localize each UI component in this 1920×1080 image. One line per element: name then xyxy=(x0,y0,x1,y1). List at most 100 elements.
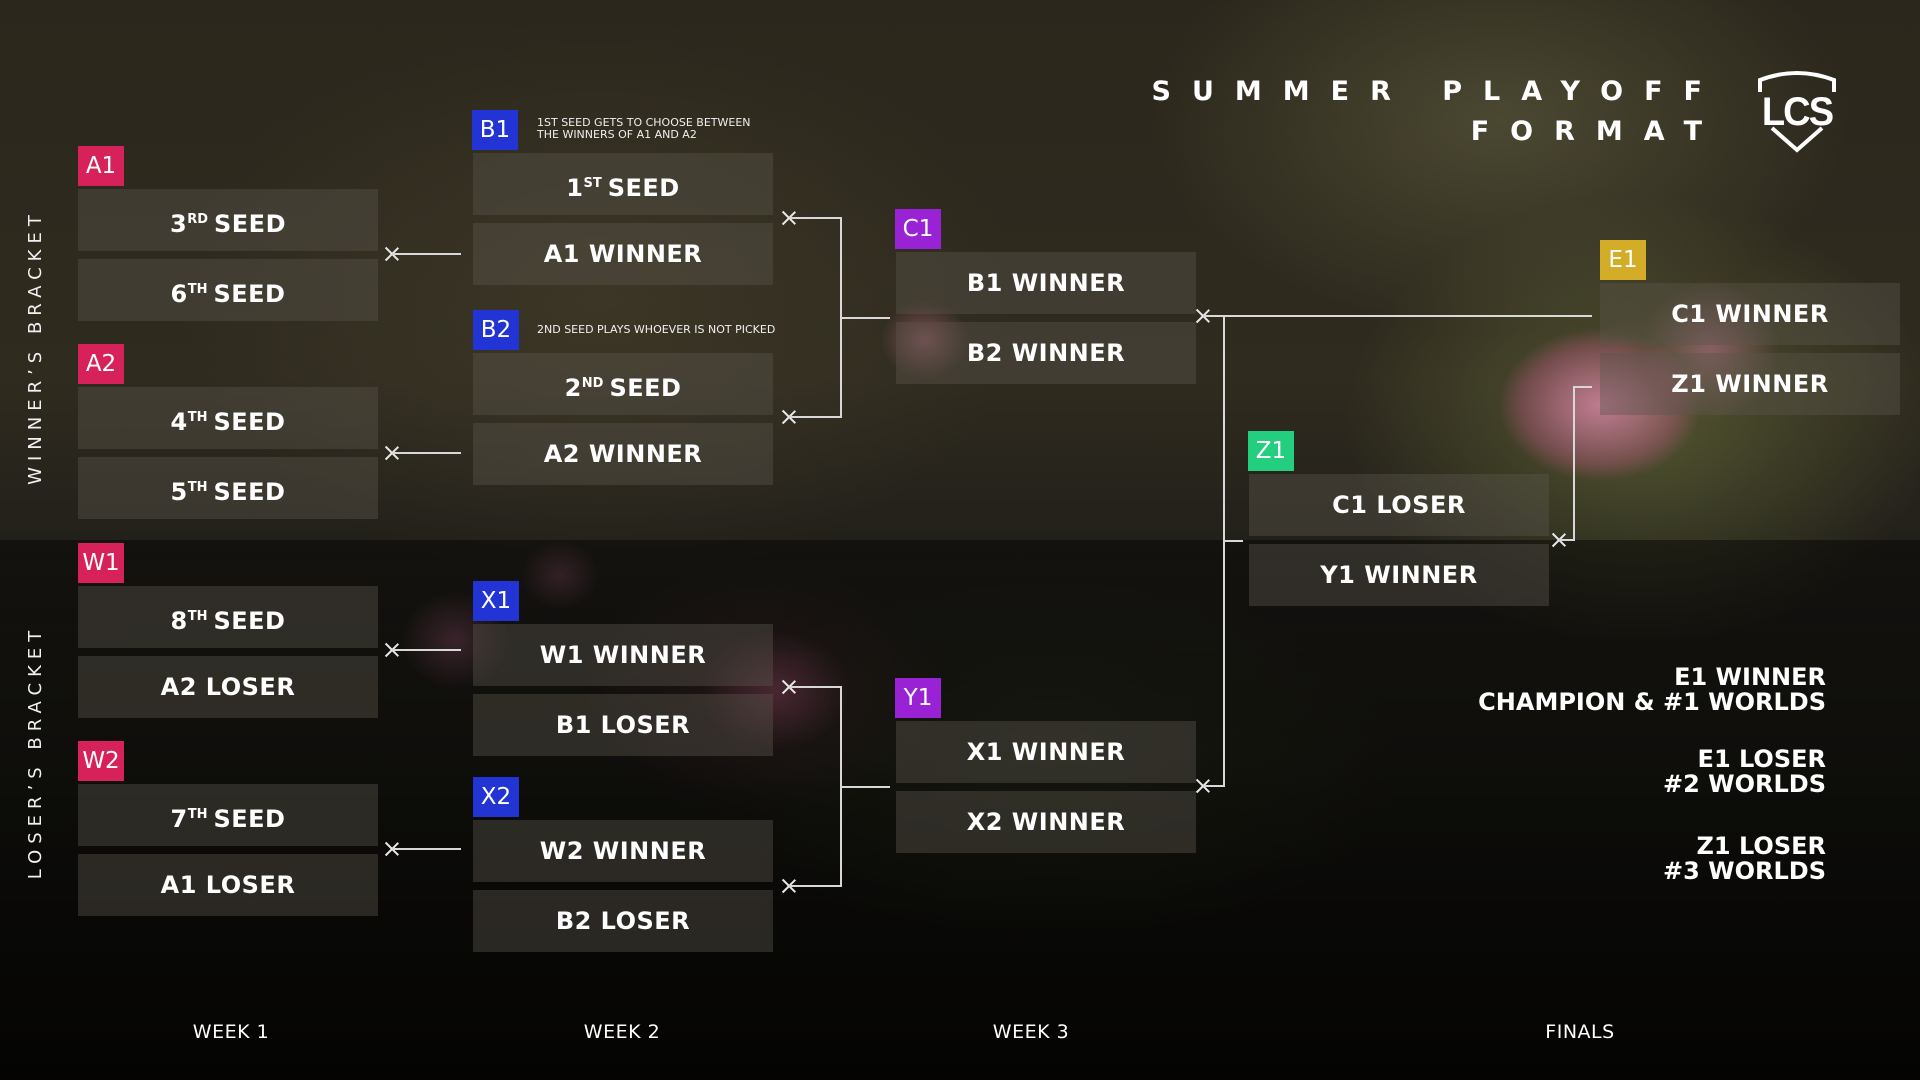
slot-text: SEED xyxy=(213,478,286,506)
slot-x1-top: W1 WINNER xyxy=(473,624,773,686)
match-tag-c1: C1 xyxy=(895,209,941,249)
seed-number: 8 xyxy=(170,607,188,635)
slot-a2-bottom: 5TH SEED xyxy=(78,457,378,519)
slot-x2-bottom: B2 LOSER xyxy=(473,890,773,952)
slot-z1-bottom: Y1 WINNER xyxy=(1249,544,1549,606)
connector-line xyxy=(392,649,461,651)
connector-line xyxy=(789,686,841,688)
week-label-2: WEEK 2 xyxy=(583,1021,661,1043)
connector-line xyxy=(840,317,890,319)
week-label-3: WEEK 3 xyxy=(992,1021,1070,1043)
background-flower-decoration xyxy=(880,300,970,380)
match-tag-a2: A2 xyxy=(78,344,124,384)
seed-ordinal: TH xyxy=(187,410,208,425)
result-line: E1 WINNER xyxy=(1674,663,1826,691)
page-title-line-2: FORMAT xyxy=(1470,116,1723,147)
slot-w1-top: 8TH SEED xyxy=(78,586,378,648)
seed-ordinal: TH xyxy=(187,807,208,822)
seed-number: 1 xyxy=(566,174,584,202)
connector-line xyxy=(789,416,841,418)
slot-y1-bottom: X2 WINNER xyxy=(896,791,1196,853)
match-tag-y1: Y1 xyxy=(895,678,941,718)
slot-b2-bottom: A2 WINNER xyxy=(473,423,773,485)
losers-bracket-band xyxy=(0,540,1920,1080)
slot-y1-top: X1 WINNER xyxy=(896,721,1196,783)
seed-number: 4 xyxy=(170,408,188,436)
result-line: #2 WORLDS xyxy=(1662,770,1826,798)
result-third: Z1 LOSER #3 WORLDS xyxy=(1663,834,1826,884)
slot-x1-bottom: B1 LOSER xyxy=(473,694,773,756)
slot-text: SEED xyxy=(609,374,682,402)
match-note-b1: 1ST SEED GETS TO CHOOSE BETWEEN THE WINN… xyxy=(537,117,751,141)
seed-ordinal: ST xyxy=(583,176,602,191)
connector-line xyxy=(1559,539,1574,541)
winners-bracket-label: WINNER’S BRACKET xyxy=(25,209,46,485)
slot-text: SEED xyxy=(213,408,286,436)
seed-ordinal: TH xyxy=(187,609,208,624)
slot-b1-top: 1ST SEED xyxy=(473,153,773,215)
page-title-line-1: SUMMER PLAYOFF xyxy=(1151,76,1723,107)
match-tag-x2: X2 xyxy=(473,777,519,817)
match-tag-w1: W1 xyxy=(78,543,124,583)
seed-ordinal: ND xyxy=(581,376,604,391)
match-tag-x1: X1 xyxy=(473,581,519,621)
slot-a1-bottom: 6TH SEED xyxy=(78,259,378,321)
connector-line xyxy=(1203,785,1224,787)
slot-e1-bottom: Z1 WINNER xyxy=(1600,353,1900,415)
connector-line xyxy=(1573,386,1592,388)
connector-line xyxy=(392,253,461,255)
slot-text: SEED xyxy=(213,607,286,635)
seed-number: 3 xyxy=(169,210,188,238)
match-tag-a1: A1 xyxy=(78,146,124,186)
result-line: Z1 LOSER xyxy=(1696,832,1826,860)
losers-bracket-label: LOSER’S BRACKET xyxy=(25,624,46,880)
slot-b2-top: 2ND SEED xyxy=(473,353,773,415)
seed-number: 2 xyxy=(564,374,582,402)
slot-c1-top: B1 WINNER xyxy=(896,252,1196,314)
slot-w1-bottom: A2 LOSER xyxy=(78,656,378,718)
connector-line xyxy=(392,452,461,454)
result-line: CHAMPION & #1 WORLDS xyxy=(1478,688,1826,716)
connector-line xyxy=(789,885,841,887)
match-tag-b1: B1 xyxy=(472,110,518,150)
match-tag-z1: Z1 xyxy=(1248,431,1294,471)
seed-ordinal: RD xyxy=(187,212,208,227)
connector-line xyxy=(1203,315,1592,317)
slot-text: SEED xyxy=(214,210,286,238)
week-label-finals: FINALS xyxy=(1545,1021,1615,1043)
slot-b1-bottom: A1 WINNER xyxy=(473,223,773,285)
note-line: THE WINNERS OF A1 AND A2 xyxy=(537,128,697,141)
seed-number: 5 xyxy=(170,478,188,506)
slot-text: SEED xyxy=(213,280,286,308)
connector-line xyxy=(392,848,461,850)
connector-line xyxy=(1223,540,1243,542)
connector-line xyxy=(1573,386,1575,541)
slot-a2-top: 4TH SEED xyxy=(78,387,378,449)
result-line: E1 LOSER xyxy=(1697,745,1826,773)
background-flower-decoration xyxy=(1500,330,1700,480)
seed-ordinal: TH xyxy=(187,282,208,297)
slot-w2-bottom: A1 LOSER xyxy=(78,854,378,916)
slot-x2-top: W2 WINNER xyxy=(473,820,773,882)
seed-number: 6 xyxy=(170,280,188,308)
slot-c1-bottom: B2 WINNER xyxy=(896,322,1196,384)
slot-z1-top: C1 LOSER xyxy=(1249,474,1549,536)
result-champion: E1 WINNER CHAMPION & #1 WORLDS xyxy=(1478,665,1826,715)
week-label-1: WEEK 1 xyxy=(192,1021,270,1043)
background-flower-decoration xyxy=(1640,280,1780,420)
connector-line xyxy=(840,786,890,788)
seed-number: 7 xyxy=(170,805,188,833)
result-line: #3 WORLDS xyxy=(1662,857,1826,885)
slot-e1-top: C1 WINNER xyxy=(1600,283,1900,345)
seed-ordinal: TH xyxy=(187,480,208,495)
match-tag-e1: E1 xyxy=(1600,240,1646,280)
match-note-b2: 2ND SEED PLAYS WHOEVER IS NOT PICKED xyxy=(537,323,776,336)
match-tag-w2: W2 xyxy=(78,741,124,781)
slot-text: SEED xyxy=(213,805,286,833)
shield-icon xyxy=(1758,71,1836,153)
slot-w2-top: 7TH SEED xyxy=(78,784,378,846)
slot-text: SEED xyxy=(607,174,680,202)
match-tag-b2: B2 xyxy=(473,310,519,350)
connector-line xyxy=(789,217,841,219)
